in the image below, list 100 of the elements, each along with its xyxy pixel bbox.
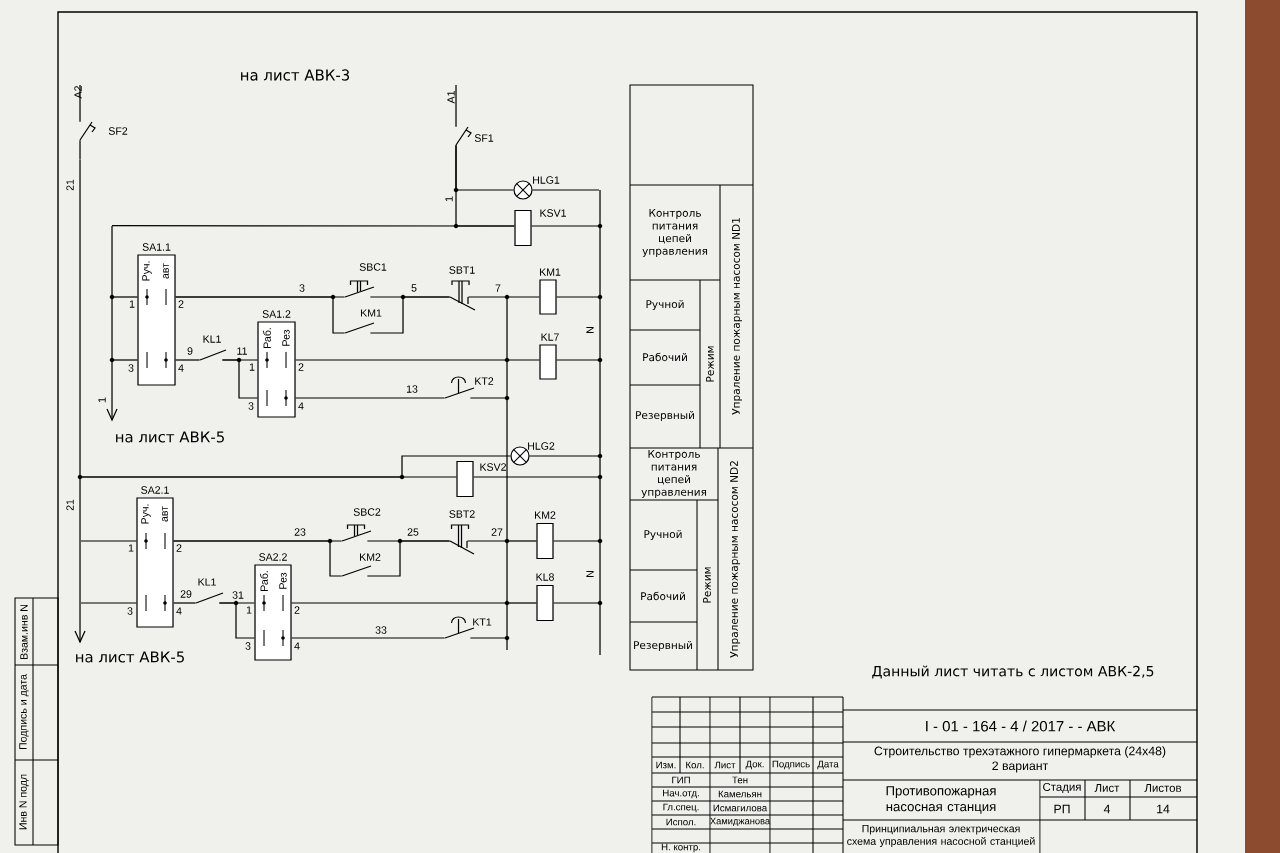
component-label: KSV2 — [480, 463, 506, 471]
wire — [295, 359, 507, 361]
edge-label: 5 — [411, 284, 417, 292]
terminal-number: 3 — [127, 607, 133, 615]
edge-label: 1 — [445, 196, 453, 202]
wire — [556, 359, 600, 361]
line-marker: N — [586, 327, 594, 333]
note-text: Данный лист читать с листом АВК-2,5 — [872, 665, 1154, 679]
terminal-number: 4 — [294, 642, 300, 650]
wire — [473, 476, 600, 478]
table-cell-text: Упраление пожарным насосом ND2 — [730, 461, 741, 658]
wire — [531, 225, 600, 227]
terminal-number: 3 — [245, 642, 251, 650]
wire — [507, 296, 540, 298]
title-block-text: ГИП — [672, 776, 690, 784]
table-cell-text: Ручной — [644, 529, 682, 541]
wire — [291, 637, 446, 639]
component-label: SA1.2 — [262, 310, 291, 318]
terminal-number: 3 — [128, 364, 134, 372]
component-label: KL8 — [536, 573, 554, 581]
edge-label: 11 — [237, 347, 247, 355]
component-label: HLG1 — [533, 176, 560, 184]
title-block-text: Гл.спец. — [663, 803, 699, 813]
title-block-text: I - 01 - 164 - 4 / 2017 - - АВК — [926, 720, 1116, 732]
terminal-number: 3 — [248, 402, 254, 410]
component-label: KL1 — [198, 578, 216, 586]
component-label: SBC1 — [359, 263, 387, 271]
title-block-text: Нач.отд. — [663, 789, 699, 799]
wire — [111, 225, 515, 227]
wire — [221, 359, 258, 399]
edge-label: A2 — [74, 86, 82, 99]
edge-label: 25 — [407, 528, 419, 536]
title-block-text: Противопожарная насосная станция — [886, 786, 996, 814]
line-marker: 21 — [66, 499, 74, 511]
terminal-number: 1 — [128, 544, 134, 552]
component-label: KM2 — [535, 511, 556, 519]
wire — [175, 296, 346, 334]
component-label: SBC2 — [353, 508, 381, 516]
edge-label: 33 — [375, 626, 387, 634]
edge-label: 13 — [406, 385, 418, 393]
component-label: KM1 — [540, 268, 561, 276]
title-block-text: Исмагилова — [713, 804, 768, 812]
terminal-number: 1 — [129, 300, 135, 308]
title-block-text: Изм. — [656, 761, 676, 769]
table-cell-text: Резервный — [634, 640, 692, 652]
wire — [556, 296, 600, 298]
selector-switch: Раб. Рез — [254, 564, 292, 661]
selector-switch: Руч. авт — [136, 497, 174, 628]
wire — [291, 602, 507, 604]
terminal-number: 4 — [176, 607, 182, 615]
component-label: KL1 — [203, 335, 221, 343]
edge-label: A1 — [447, 91, 455, 104]
title-block-text: РП — [1054, 804, 1070, 814]
title-block-text: Хамиджанова — [710, 817, 771, 827]
wire — [466, 540, 507, 542]
wire — [369, 296, 451, 334]
table-cell-text: Резервный — [636, 410, 694, 422]
margin-stamp-text: Подпись и дата — [19, 674, 29, 750]
wire — [366, 540, 451, 577]
wire — [529, 455, 600, 457]
wire — [79, 84, 81, 123]
wire — [295, 397, 446, 399]
title-block-text: Лист — [1094, 784, 1120, 792]
wire — [173, 540, 343, 577]
margin-stamp-text: Взам.инв N — [20, 605, 28, 660]
table-cell-text: Рабочий — [643, 352, 687, 362]
edge-label: 7 — [495, 284, 501, 292]
wire — [507, 602, 537, 604]
title-block-text: Н. контр. — [661, 843, 701, 853]
title-block-text: Принципиальная электрическая схема управления насосной станцией — [847, 824, 1035, 848]
wire — [455, 84, 457, 128]
table-cell-text: Режим — [706, 346, 714, 382]
title-block-text: Стадия — [1043, 782, 1081, 794]
terminal-number: 4 — [298, 402, 304, 410]
edge-label: 31 — [232, 591, 244, 599]
line-marker: 1 — [98, 397, 106, 403]
edge-label: 9 — [187, 347, 193, 355]
edge-label: 27 — [491, 528, 503, 536]
wire — [467, 296, 507, 298]
terminal-number: 4 — [178, 364, 184, 372]
sheet-reference: на лист АВК-3 — [241, 69, 350, 81]
component-label: SBT2 — [449, 510, 475, 518]
wire — [173, 602, 197, 604]
title-block-text: Дата — [817, 760, 839, 770]
selector-switch: Руч. авт — [137, 254, 176, 386]
wire — [532, 189, 600, 191]
line-marker: 21 — [66, 179, 74, 191]
wire — [175, 359, 201, 361]
component-label: KM2 — [360, 553, 381, 561]
wire — [80, 455, 511, 478]
component-label: HLG2 — [528, 442, 555, 450]
title-block-text: Строительство трехэтажного гипермаркета (24x48) — [874, 746, 1166, 758]
component-label: SF2 — [108, 127, 128, 135]
wire — [80, 540, 137, 542]
wire — [469, 637, 507, 639]
table-cell-text: Контроль питания цепей управления — [642, 209, 708, 257]
component-label: SF1 — [474, 134, 494, 142]
bus-line — [504, 294, 510, 650]
wire — [218, 602, 255, 639]
wire — [507, 359, 540, 361]
